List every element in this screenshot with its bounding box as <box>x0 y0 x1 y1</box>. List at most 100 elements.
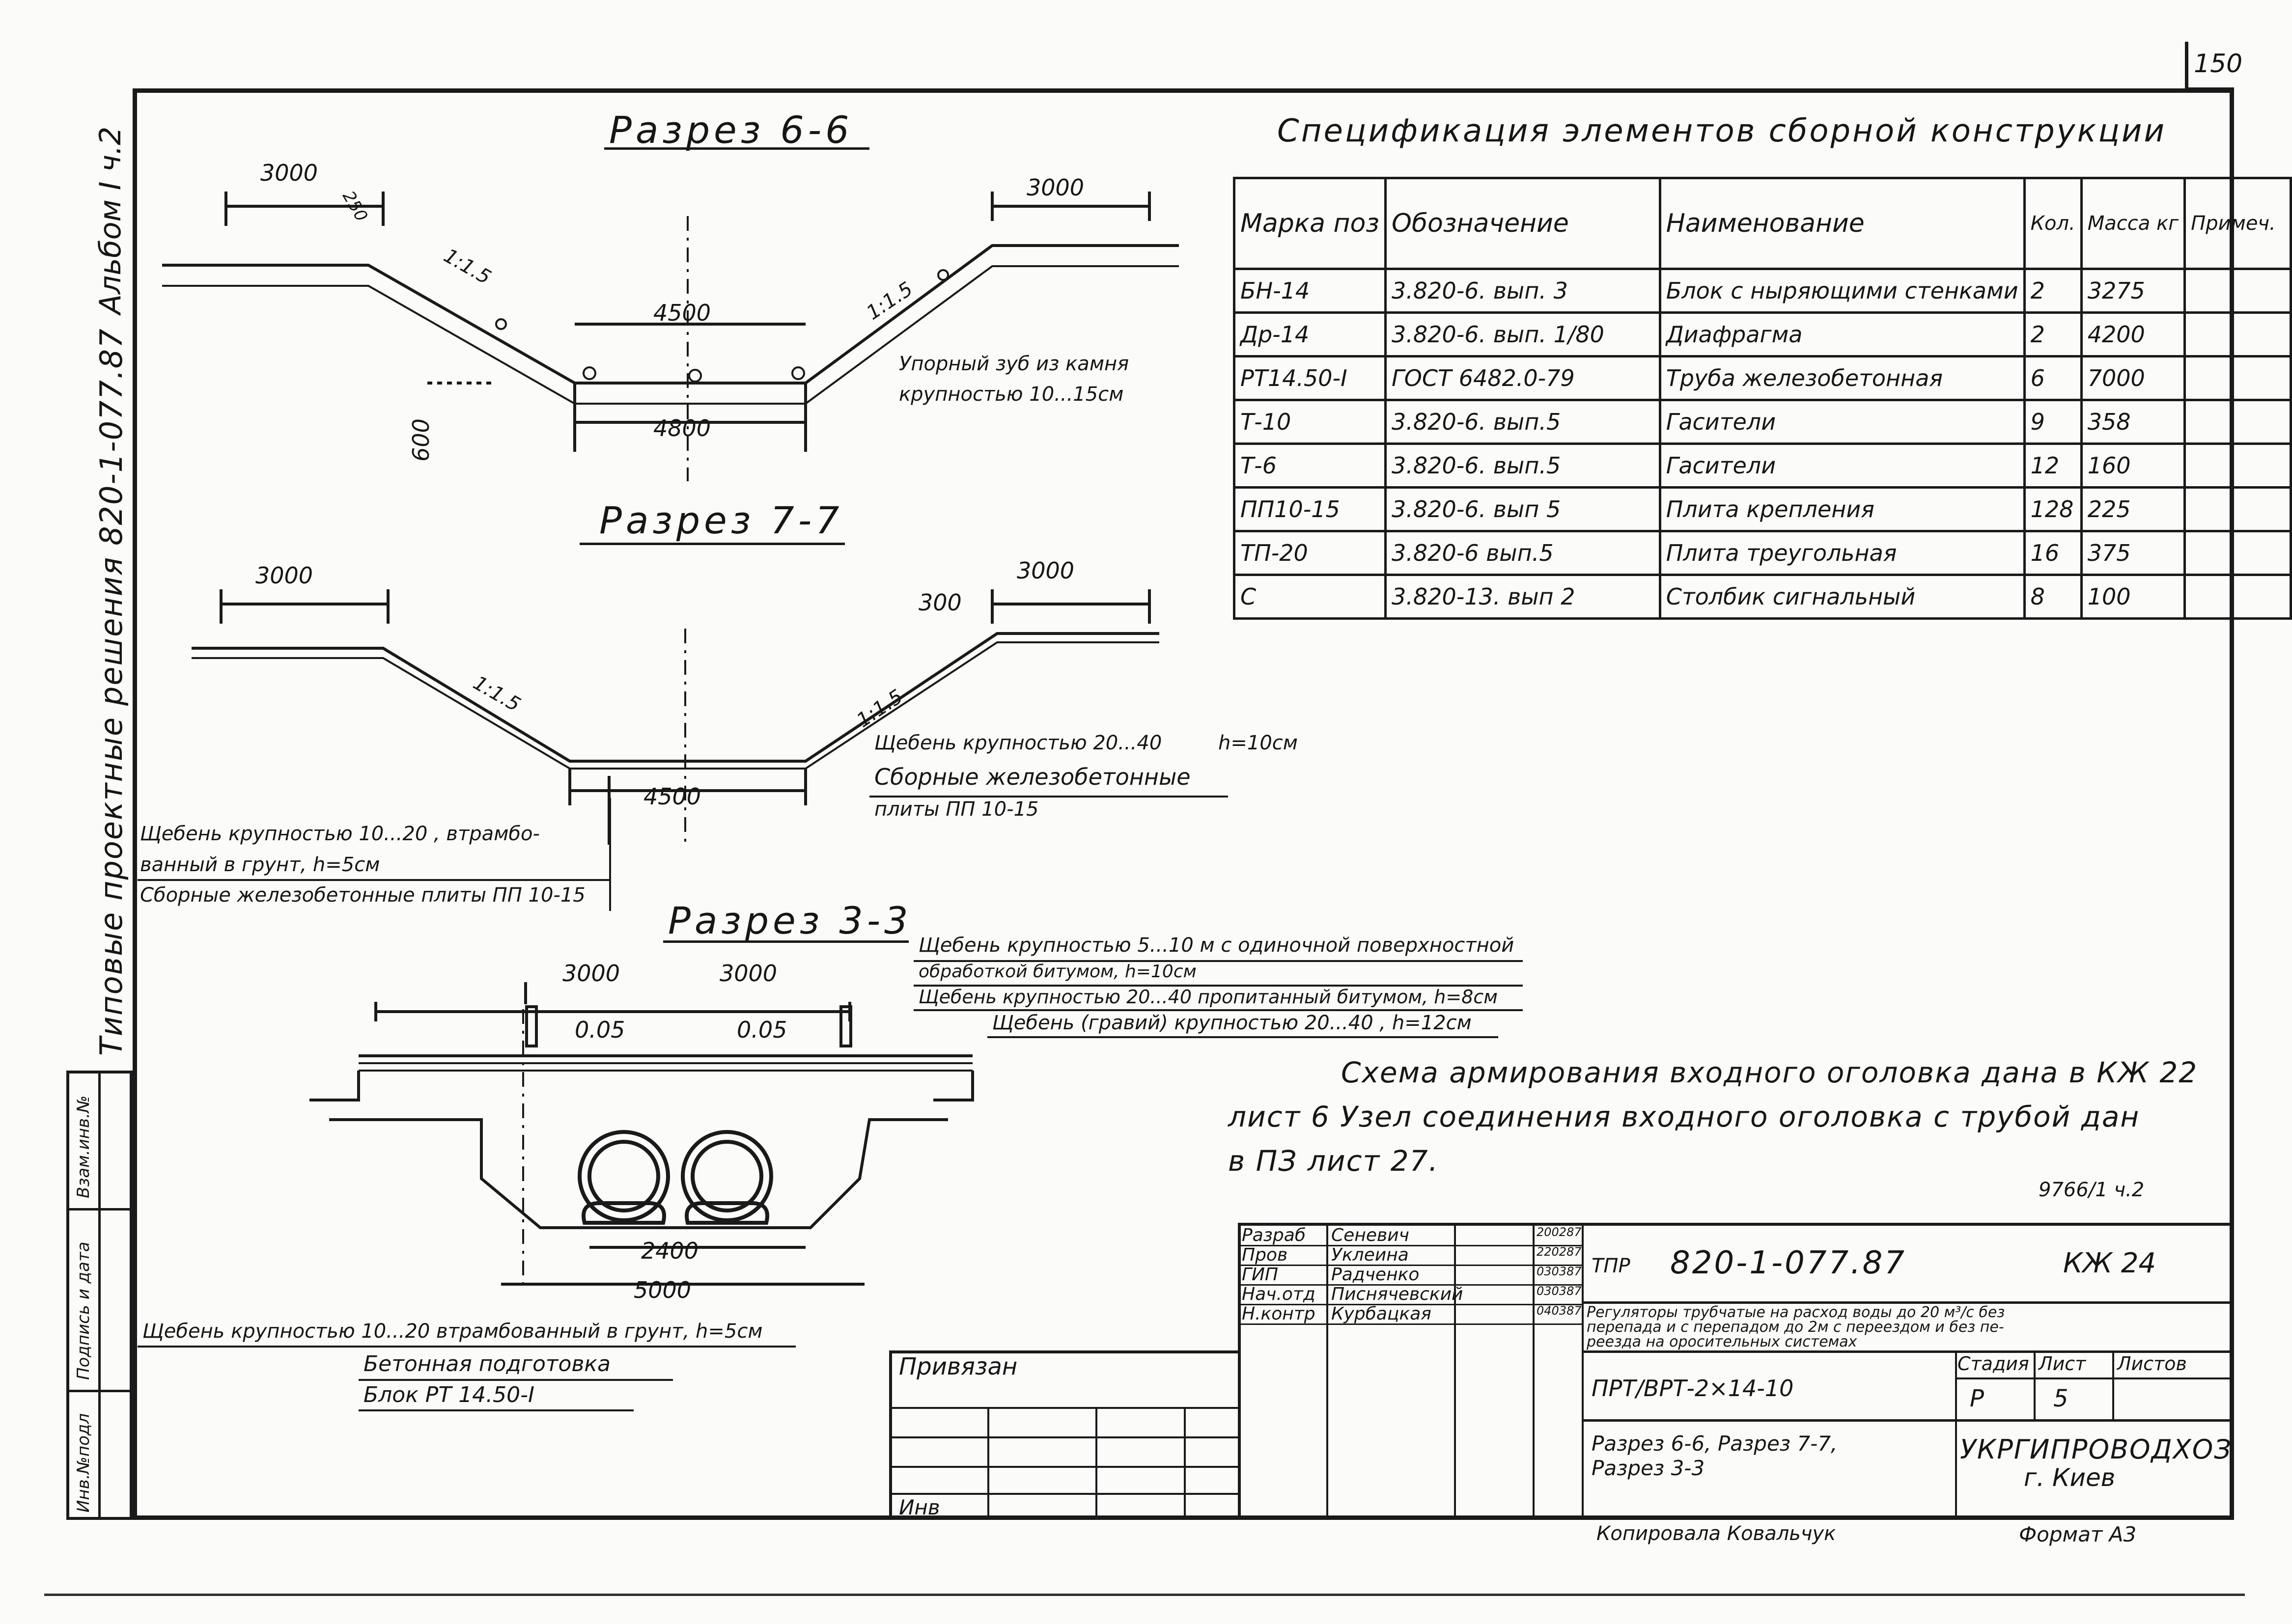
leader-line <box>138 879 609 881</box>
org-name: УКРГИПРОВОДХОЗ <box>1960 1434 2232 1465</box>
role-divider <box>1238 1304 1582 1305</box>
s77-note-gravel: Щебень крупностью 20...40 <box>874 732 1162 754</box>
role-divider <box>1238 1323 1582 1325</box>
spec-cell: 7000 <box>2080 355 2186 401</box>
role-date: 030387 <box>1537 1265 1582 1278</box>
spec-cell: 3.820-6. вып.5 <box>1384 442 1661 489</box>
s33-dim-right: 3000 <box>720 960 778 987</box>
s77-note-plates-1: Сборные железобетонные <box>874 764 1191 790</box>
s33-note-bottom-1: Щебень крупностью 10...20 втрамбованный … <box>142 1320 763 1343</box>
section-6-6-title: Разрез 6-6 <box>609 108 853 152</box>
spec-cell: 3.820-13. вып 2 <box>1384 574 1661 620</box>
sheet-code: КЖ 24 <box>2063 1247 2156 1279</box>
section-3-3-drawing <box>309 982 974 1287</box>
drawing-frame <box>133 88 2234 1520</box>
s33-slope-left: 0.05 <box>575 1017 625 1043</box>
spec-cell: 3.820-6. вып. 3 <box>1384 268 1661 314</box>
spec-cell: ПП10-15 <box>1232 486 1387 532</box>
privyazan-label: Привязан <box>899 1353 1018 1380</box>
spec-cell: С <box>1232 574 1387 620</box>
spec-cell: 3.820-6 вып.5 <box>1384 530 1661 576</box>
spec-cell: 225 <box>2080 486 2186 532</box>
spec-cell: 8 <box>2023 574 2083 620</box>
spec-cell: Блок с ныряющими стенками <box>1658 268 2026 314</box>
spec-cell <box>2183 574 2292 620</box>
s33-note-top-4: Щебень (гравий) крупностью 20...40 , h=1… <box>992 1012 1472 1034</box>
role-label: Н.контр <box>1242 1304 1315 1324</box>
role-date: 200287 <box>1537 1225 1582 1239</box>
role-person: Писнячевский <box>1331 1284 1463 1304</box>
leader-line <box>987 1036 1498 1038</box>
s77-dim-right: 3000 <box>1017 557 1075 584</box>
s33-dim-2400: 2400 <box>641 1238 699 1264</box>
s77-dim-left: 3000 <box>255 562 313 589</box>
spec-cell: Диафрагма <box>1658 311 2026 358</box>
spec-cell <box>2183 268 2292 314</box>
spec-cell: 100 <box>2080 574 2186 620</box>
sheet-label: Лист <box>2039 1353 2086 1375</box>
role-person: Курбацкая <box>1331 1304 1431 1324</box>
ref-code: 9766/1 ч.2 <box>2039 1179 2145 1201</box>
role-person: Уклеина <box>1331 1245 1409 1265</box>
role-date: 030387 <box>1537 1284 1582 1298</box>
s33-note-bottom-2: Бетонная подготовка <box>363 1351 611 1376</box>
s77-note-h: h=10см <box>1218 732 1298 754</box>
s77-note-left-1: Щебень крупностью 10...20 , втрамбо- <box>140 823 540 845</box>
section-6-6-drawing <box>162 192 1179 481</box>
spec-cell: РТ14.50-I <box>1232 355 1387 401</box>
description-1: Регуляторы трубчатые на расход воды до 2… <box>1587 1304 2005 1321</box>
format: Формат А3 <box>2019 1522 2137 1546</box>
s66-dim-left: 3000 <box>260 160 318 186</box>
title-underline <box>604 147 869 150</box>
s66-dim-600: 600 <box>408 418 434 462</box>
spec-cell: Столбик сигнальный <box>1658 574 2026 620</box>
spec-cell: 2 <box>2023 311 2083 358</box>
leader-line <box>359 1379 673 1381</box>
section-7-7-drawing <box>192 589 1159 845</box>
role-person: Сеневич <box>1331 1225 1409 1245</box>
title-underline <box>663 940 909 943</box>
spec-cell: 128 <box>2023 486 2083 532</box>
spec-header-mass: Масса кг <box>2080 177 2186 270</box>
section-3-3-title: Разрез 3-3 <box>668 899 912 942</box>
s77-dim-4500: 4500 <box>643 783 701 810</box>
spec-cell <box>2183 311 2292 358</box>
sheet-name-1: Разрез 6-6, Разрез 7-7, <box>1592 1431 1838 1456</box>
s33-note-top-1: Щебень крупностью 5...10 м с одиночной п… <box>919 934 1514 957</box>
stage-label: Стадия <box>1957 1353 2029 1375</box>
spec-cell: Т-10 <box>1232 399 1387 445</box>
s33-note-top-2: обработкой битумом, h=10см <box>919 962 1197 982</box>
spec-cell <box>2183 530 2292 576</box>
s77-note-left-2: ванный в грунт, h=5см <box>140 853 380 876</box>
scheme-note-line3: в ПЗ лист 27. <box>1228 1144 1439 1178</box>
spec-table: Марка поз Обозначение Наименование Кол. … <box>1232 177 2292 620</box>
doc-code: 820-1-077.87 <box>1670 1245 1906 1281</box>
role-divider <box>1238 1265 1582 1266</box>
org-city: г. Киев <box>2024 1463 2116 1492</box>
spec-cell: Др-14 <box>1232 311 1387 358</box>
stamp-sign-label: Подпись и дата <box>74 1241 93 1380</box>
scheme-note-line2: лист 6 Узел соединения входного оголовка… <box>1228 1100 2140 1133</box>
sheet-number-box <box>2185 42 2234 91</box>
spec-cell: 2 <box>2023 268 2083 314</box>
s66-note-line2: крупностью 10...15см <box>899 383 1124 406</box>
stamp-divider <box>98 1071 101 1520</box>
leader-line <box>914 960 1523 962</box>
spec-cell: 3.820-6. вып 5 <box>1384 486 1661 532</box>
scheme-note-line1: Схема армирования входного оголовка дана… <box>1341 1056 2198 1089</box>
s33-dim-5000: 5000 <box>634 1277 692 1303</box>
s66-note-line1: Упорный зуб из камня <box>899 353 1129 375</box>
sheets-label: Листов <box>2117 1353 2187 1375</box>
spec-cell: 160 <box>2080 442 2186 489</box>
spec-cell: 9 <box>2023 399 2083 445</box>
spec-header-designation: Обозначение <box>1384 177 1661 270</box>
spec-cell: 6 <box>2023 355 2083 401</box>
spec-cell: Гасители <box>1658 442 2026 489</box>
title-block <box>1238 1223 2234 1520</box>
